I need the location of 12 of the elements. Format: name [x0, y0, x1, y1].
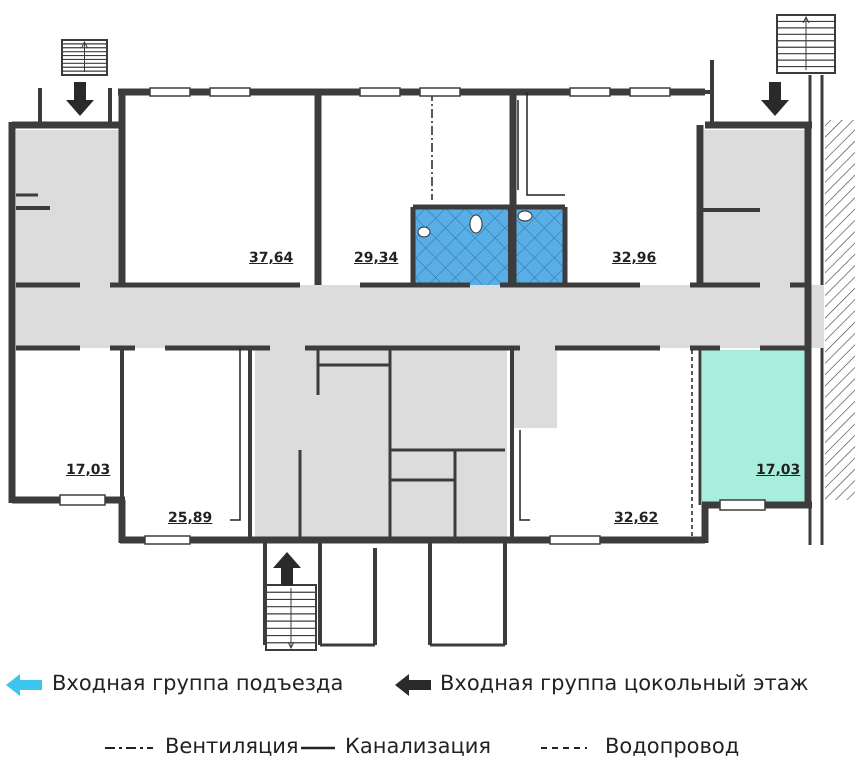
legend-text: Входная группа подъезда — [52, 671, 344, 695]
room-area-label: 37,64 — [249, 250, 294, 266]
room-area-label: 32,96 — [612, 250, 656, 266]
legend-text: Канализация — [345, 734, 492, 758]
room-area-label: 17,03 — [66, 462, 110, 478]
legend-text: Водопровод — [605, 734, 740, 758]
room-area-label: 17,03 — [756, 462, 800, 478]
legend-text: Вентиляция — [165, 734, 299, 758]
legend-text: Входная группа цокольный этаж — [440, 671, 809, 695]
room-area-label: 32,62 — [614, 510, 658, 526]
room-area-label: 29,34 — [354, 250, 398, 266]
room-area-label: 25,89 — [168, 510, 212, 526]
